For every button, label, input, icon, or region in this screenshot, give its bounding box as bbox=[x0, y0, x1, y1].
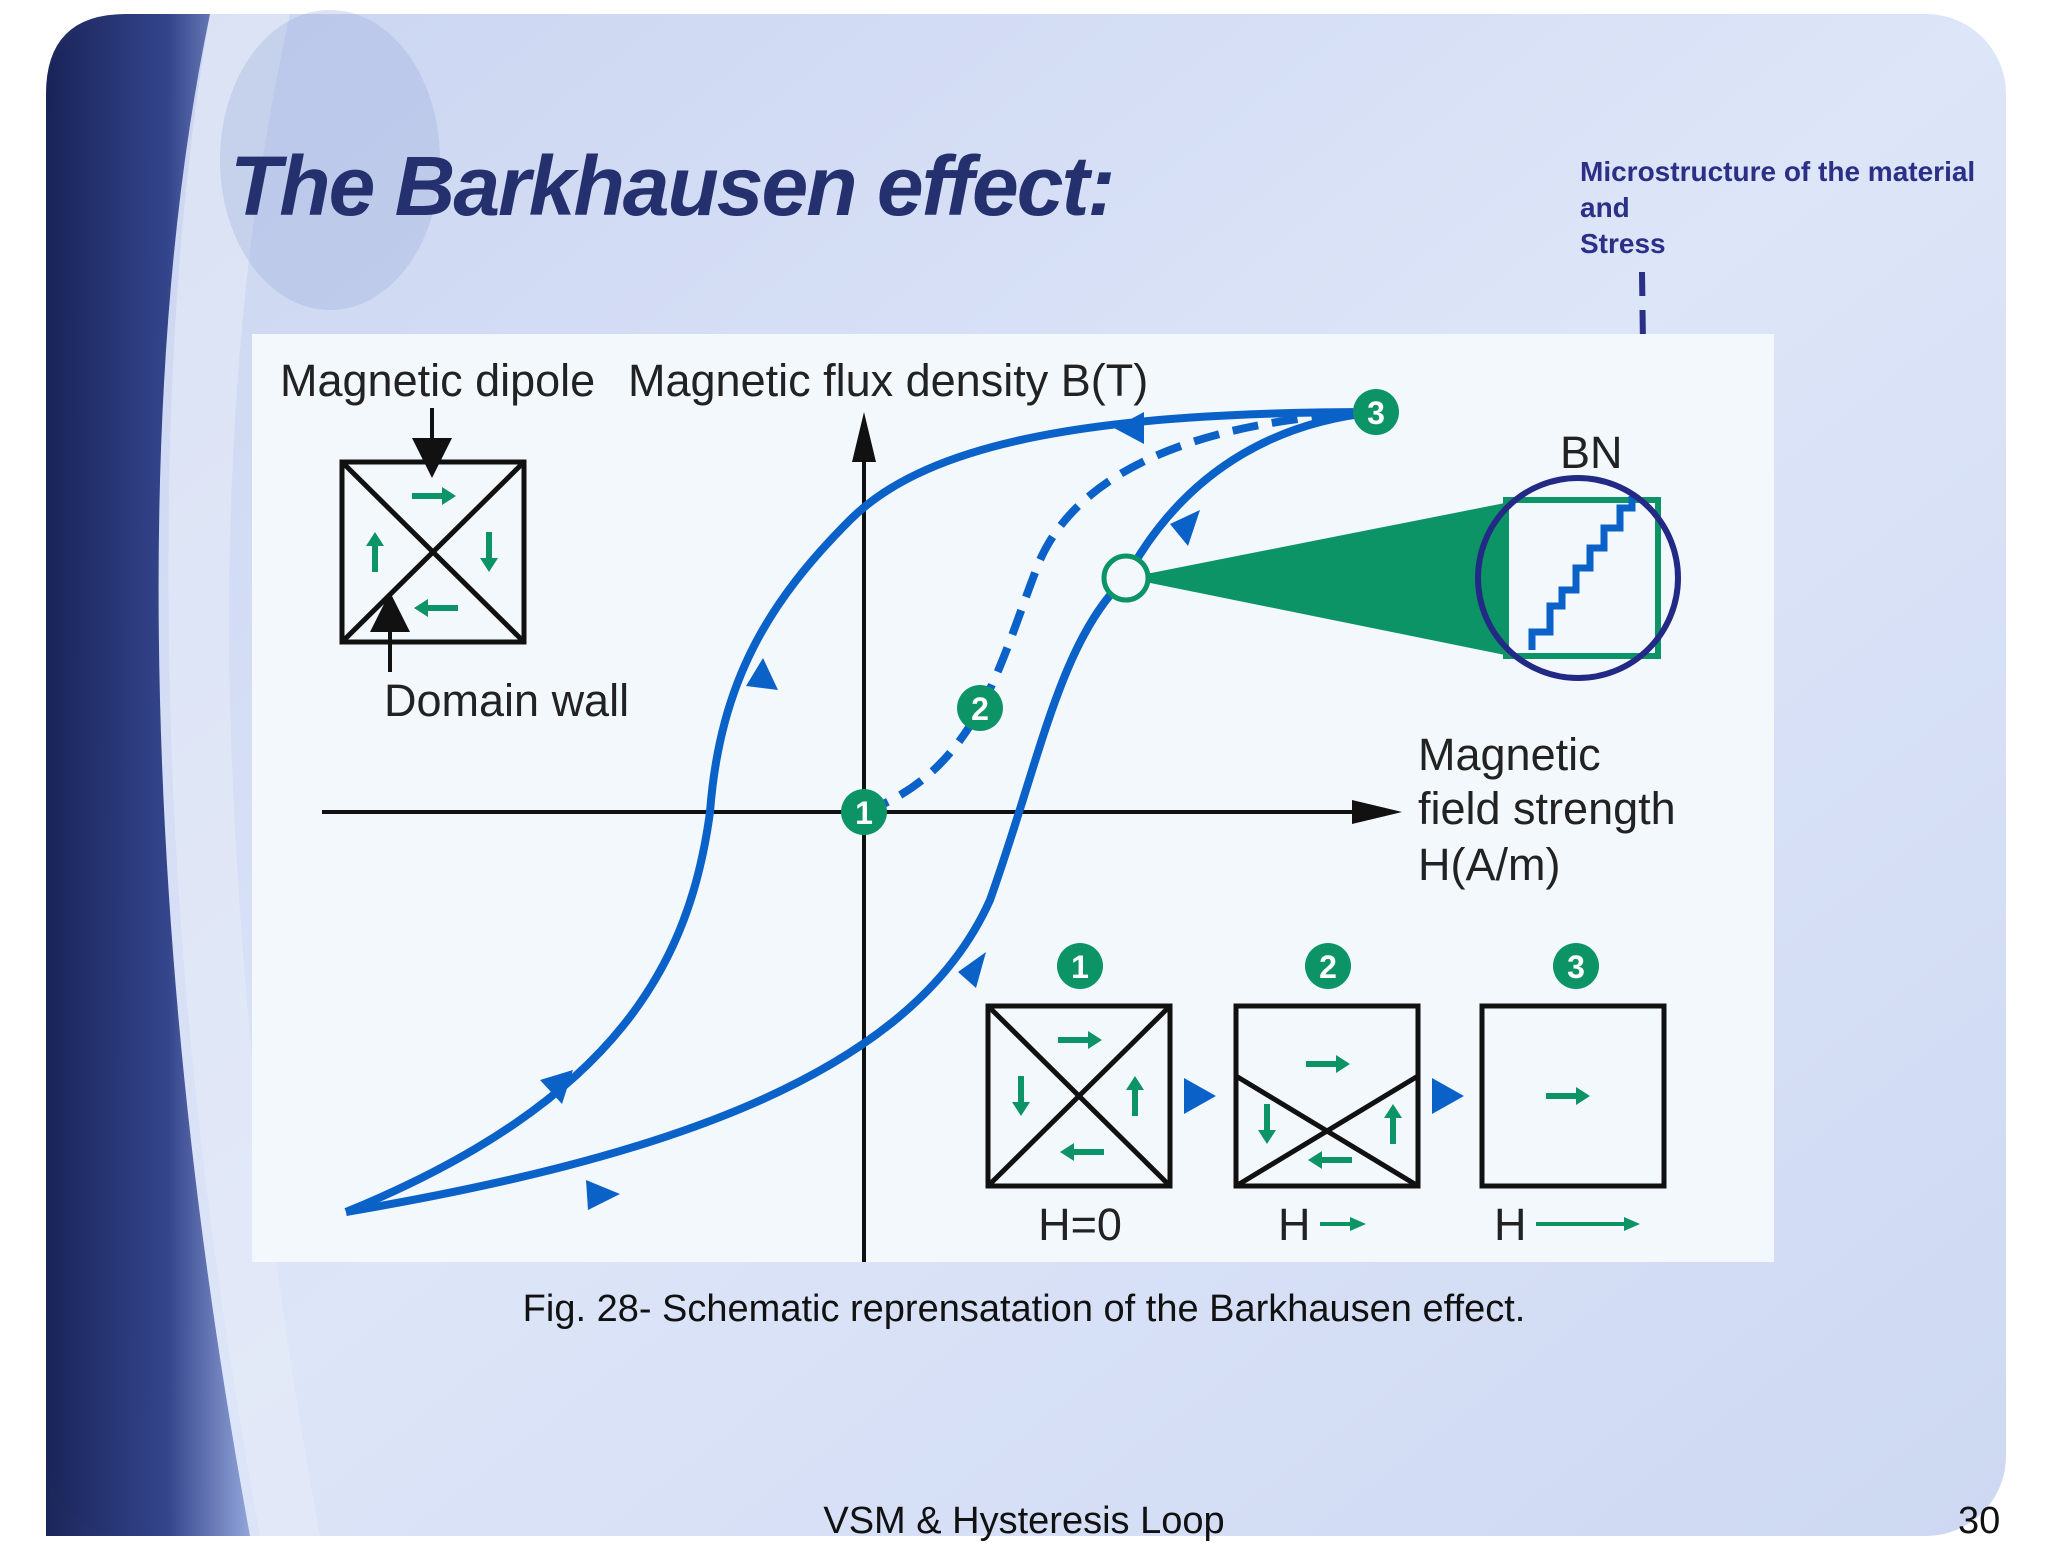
stage-transition-arrow bbox=[1432, 1078, 1464, 1114]
note-line: Microstructure of the material bbox=[1580, 156, 1976, 187]
small-h-arrow bbox=[1320, 1217, 1366, 1231]
bn-label: BN bbox=[1560, 427, 1623, 478]
marker-3: 3 bbox=[1353, 389, 1399, 435]
field-strength-label-line: H(A/m) bbox=[1418, 839, 1560, 890]
slide-title: The Barkhausen effect: bbox=[230, 139, 1115, 233]
marker-number: 2 bbox=[971, 691, 989, 727]
domain-stage-2: 2 H bbox=[1233, 943, 1421, 1250]
figure-panel bbox=[252, 334, 1774, 1262]
domain-wall-label: Domain wall bbox=[384, 675, 629, 726]
marker-number: 1 bbox=[855, 795, 873, 831]
magnetic-dipole-label: Magnetic dipole bbox=[280, 355, 595, 406]
marker-2: 2 bbox=[957, 685, 1003, 731]
dipole-legend-box bbox=[339, 459, 527, 645]
hysteresis-lower-branch bbox=[345, 408, 1379, 1216]
marker-1: 1 bbox=[841, 789, 887, 835]
slide-footer: VSM & Hysteresis Loop bbox=[823, 1500, 1225, 1542]
large-h-arrow bbox=[1536, 1217, 1640, 1231]
h-axis-arrowhead bbox=[1352, 800, 1402, 824]
stage-number: 3 bbox=[1567, 949, 1585, 985]
stage-field-label: H bbox=[1494, 1199, 1527, 1250]
loop-direction-arrows bbox=[540, 412, 1200, 1210]
stage-number: 1 bbox=[1071, 949, 1089, 985]
figure-caption: Fig. 28- Schematic reprensatation of the… bbox=[522, 1288, 1526, 1330]
stage-number: 2 bbox=[1319, 949, 1337, 985]
stage-transition-arrow bbox=[1184, 1078, 1216, 1114]
note-line: Stress bbox=[1580, 228, 1666, 259]
bn-zoom-wedge bbox=[1126, 502, 1510, 656]
field-strength-label-line: field strength bbox=[1418, 783, 1676, 834]
domain-stage-1: 1 H=0 bbox=[985, 943, 1173, 1250]
flux-density-axis-label: Magnetic flux density B(T) bbox=[628, 355, 1148, 406]
marker-number: 3 bbox=[1367, 395, 1385, 431]
stage-field-label: H=0 bbox=[1038, 1199, 1122, 1250]
bn-staircase bbox=[1528, 496, 1636, 650]
b-axis-arrowhead bbox=[852, 412, 876, 462]
hysteresis-upper-branch bbox=[344, 408, 1379, 1216]
domain-stage-3: 3 H bbox=[1479, 943, 1667, 1250]
stage-field-label: H bbox=[1278, 1199, 1311, 1250]
microstructure-note: Microstructure of the material and Stres… bbox=[1580, 154, 1975, 262]
page-number: 30 bbox=[1958, 1500, 2001, 1542]
bn-magnifier-circle bbox=[1475, 475, 1681, 681]
bn-observation-point bbox=[1101, 553, 1151, 603]
initial-magnetization-curve bbox=[862, 408, 1379, 816]
field-strength-label-line: Magnetic bbox=[1418, 729, 1601, 780]
note-line: and bbox=[1580, 192, 1630, 223]
